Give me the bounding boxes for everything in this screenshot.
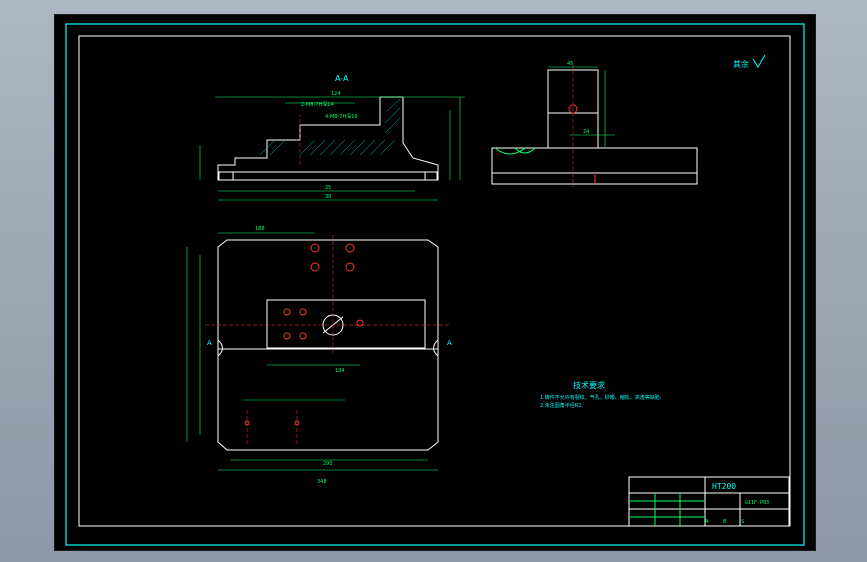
drawing-canvas: A-A 38 25 124 2-M8-7H深14 4-M8-7H [65, 23, 805, 546]
plan-view: 348 290 188 134 A A [186, 226, 452, 485]
dim-124: 124 [331, 91, 341, 97]
view-label-right: A [447, 339, 452, 347]
title-part: G11F-P03 [745, 500, 769, 506]
dim-188-plan: 188 [255, 226, 265, 232]
tech-req-line-1: 1.铸件不允许有裂纹、气孔、砂眼、缩松、夹渣等缺陷; [540, 394, 662, 401]
tech-requirements: 技术要求 1.铸件不允许有裂纹、气孔、砂眼、缩松、夹渣等缺陷; 2.未注圆角半径… [540, 380, 662, 409]
cad-viewport[interactable]: A-A 38 25 124 2-M8-7H深14 4-M8-7H [54, 14, 816, 551]
hole-note-1: 2-M8-7H深14 [301, 101, 334, 108]
title-scale-s: S [741, 519, 744, 525]
section-label: A-A [335, 74, 349, 83]
dim-250: 38 [325, 194, 331, 200]
dim-24: 24 [583, 129, 589, 135]
dim-348: 348 [317, 479, 327, 485]
tech-req-line-2: 2.未注圆角半径R2. [540, 402, 583, 409]
title-material: HT200 [712, 482, 736, 491]
surface-note: 其余 [733, 59, 749, 69]
inner-frame [78, 35, 791, 527]
dim-45: 45 [567, 61, 573, 67]
title-block: HT200 G11F-P03 A B S [628, 476, 790, 527]
dim-290: 290 [323, 461, 333, 467]
section-view: A-A 38 25 124 2-M8-7H深14 4-M8-7H [199, 74, 465, 201]
side-view: 45 24 其余 [491, 54, 766, 187]
dim-134: 134 [335, 368, 345, 374]
tech-req-title: 技术要求 [573, 380, 605, 390]
outer-frame [65, 23, 805, 546]
view-label-left: A [207, 339, 212, 347]
title-scale-a: A [705, 519, 709, 525]
title-scale-b: B [723, 519, 727, 525]
dim-188: 25 [325, 185, 331, 191]
hole-note-2: 4-M8-7H深16 [325, 113, 358, 120]
